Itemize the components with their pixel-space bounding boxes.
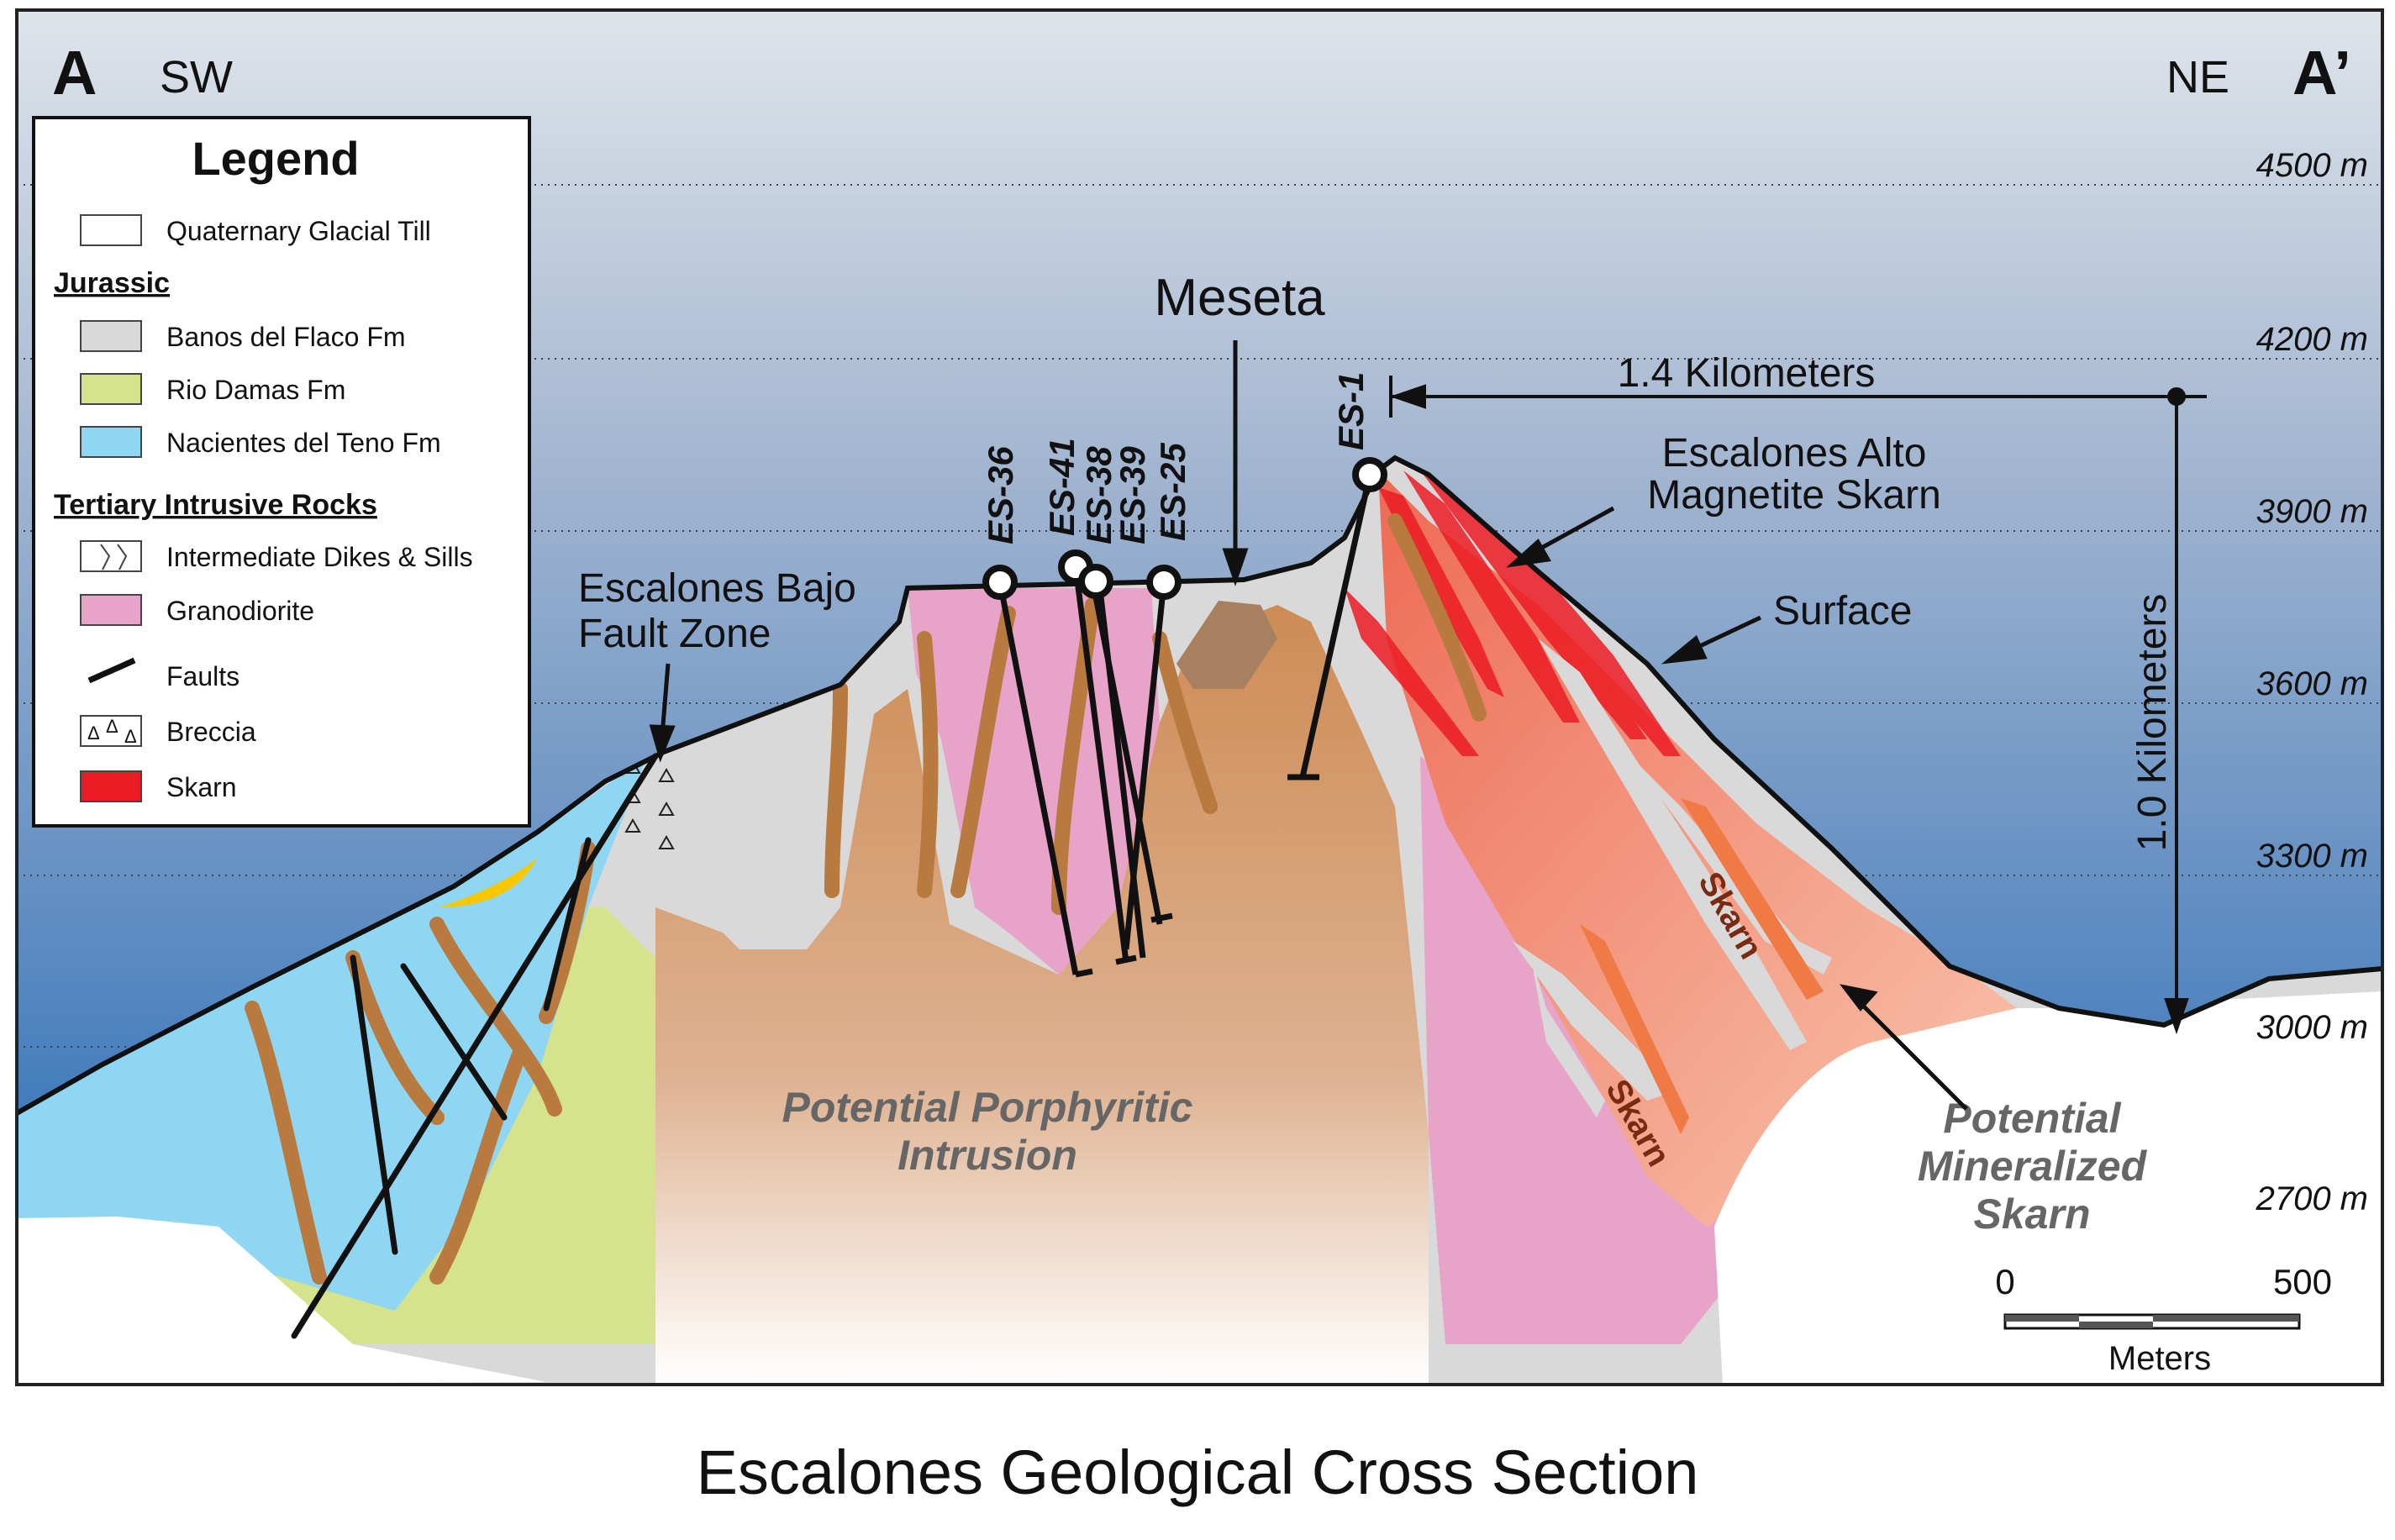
legend-item-faults: Faults xyxy=(166,661,239,691)
label-es-25: ES-25 xyxy=(1153,443,1192,541)
elevation-label: 3600 m xyxy=(2256,665,2368,702)
breccia-symbol: Δ xyxy=(124,726,137,747)
collar-es-36 xyxy=(982,565,1018,600)
scale-bar-end: 500 xyxy=(2273,1262,2332,1301)
legend-swatch-breccia xyxy=(80,715,142,747)
collar-es-38 xyxy=(1078,564,1113,599)
yellow-lens xyxy=(437,857,538,907)
granodiorite-west-unit xyxy=(908,588,1160,975)
elevation-label: 3000 m xyxy=(2256,1009,2368,1046)
elevation-label: 2700 m xyxy=(2256,1180,2368,1217)
alto-skarn-label-line2: Magnetite Skarn xyxy=(1647,473,1941,518)
label-es-38: ES-38 xyxy=(1079,446,1119,544)
legend-item-granodiorite: Granodiorite xyxy=(166,596,314,626)
label-es-1: ES-1 xyxy=(1331,372,1371,450)
legend-swatch-till xyxy=(80,214,142,246)
elevation-label: 3900 m xyxy=(2256,493,2368,530)
fault-zone-label-line2: Fault Zone xyxy=(578,612,771,656)
legend-item-dikes: Intermediate Dikes & Sills xyxy=(166,542,473,572)
legend-title: Legend xyxy=(192,132,359,185)
breccia-symbol: Δ xyxy=(87,723,100,744)
legend-item-rio-damas: Rio Damas Fm xyxy=(166,375,345,405)
surface-label: Surface xyxy=(1773,589,1912,633)
label-es-39: ES-39 xyxy=(1113,446,1152,544)
label-es-36: ES-36 xyxy=(981,446,1020,544)
section-end-letter: A’ xyxy=(2292,38,2351,108)
fault-zone-label-line1: Escalones Bajo xyxy=(578,566,856,611)
mineralized-label-line2: Mineralized xyxy=(1918,1143,2148,1190)
breccia-symbol: Δ xyxy=(106,716,118,737)
skarn-streaks xyxy=(1580,798,1824,1134)
porphyry-label-line2: Intrusion xyxy=(897,1132,1077,1179)
scale-bar-start: 0 xyxy=(1995,1262,2014,1301)
legend-swatch-rio-damas xyxy=(80,373,142,405)
legend-swatch-dikes xyxy=(80,540,142,572)
dimension-lines xyxy=(1389,376,2207,1035)
porphyritic-intrusion-unit xyxy=(655,605,1429,1385)
drillholes xyxy=(997,474,1373,978)
legend-item-skarn: Skarn xyxy=(166,772,237,802)
cross-section-diagram: ES-36 ES-41 ES-38 ES-39 ES-25 ES-1 A SW … xyxy=(15,8,2384,1386)
scale-bar-unit: Meters xyxy=(2108,1340,2211,1377)
drillhole-labels: ES-36 ES-41 ES-38 ES-39 ES-25 ES-1 xyxy=(981,372,1371,544)
vertical-scale-label: 1.0 Kilometers xyxy=(2130,594,2175,852)
mineralized-label-line1: Potential xyxy=(1943,1095,2121,1142)
elevation-labels: 4500 m 4200 m 3900 m 3600 m 3300 m 3000 … xyxy=(2256,147,2368,1217)
figure-caption: Escalones Geological Cross Section xyxy=(696,1438,1699,1507)
dike-pattern-icon xyxy=(100,544,128,570)
elevation-label: 4500 m xyxy=(2256,147,2368,184)
unexplored-area xyxy=(1714,991,2382,1385)
faults xyxy=(291,753,659,1339)
surface-line xyxy=(15,455,2383,1116)
mineralized-label-line3: Skarn xyxy=(1974,1190,2091,1238)
legend-swatch-skarn xyxy=(80,770,142,802)
meseta-label: Meseta xyxy=(1154,269,1325,327)
legend-heading-tertiary: Tertiary Intrusive Rocks xyxy=(54,489,377,521)
legend-item-nacientes: Nacientes del Teno Fm xyxy=(166,428,441,458)
frame-border xyxy=(15,8,2384,1386)
drillhole-collars xyxy=(982,457,1387,600)
elevation-label: 3300 m xyxy=(2256,838,2368,875)
meseta-cap-unit xyxy=(1176,601,1277,689)
elevation-label: 4200 m xyxy=(2256,321,2368,358)
collar-es-1 xyxy=(1352,457,1387,492)
legend-heading-jurassic: Jurassic xyxy=(54,267,170,299)
annotations: Meseta Escalones Bajo Fault Zone Escalon… xyxy=(578,269,2148,1238)
alto-skarn-label-line1: Escalones Alto xyxy=(1662,431,1927,476)
legend-swatch-nacientes xyxy=(80,426,142,458)
legend-swatch-banos xyxy=(80,320,142,352)
label-es-41: ES-41 xyxy=(1042,438,1082,536)
collar-es-25 xyxy=(1146,565,1182,600)
porphyry-label-line1: Potential Porphyritic xyxy=(782,1084,1193,1131)
section-start-direction: SW xyxy=(160,52,233,102)
fault-line-icon xyxy=(87,657,136,684)
horizontal-scale-label: 1.4 Kilometers xyxy=(1618,351,1876,396)
section-start-letter: A xyxy=(52,38,97,108)
scale-bar: 0 500 Meters xyxy=(1995,1262,2332,1377)
callout-arrows xyxy=(649,340,1968,1111)
legend-item-banos: Banos del Flaco Fm xyxy=(166,322,406,352)
glacial-till-unit xyxy=(17,1217,546,1385)
legend-item-breccia: Breccia xyxy=(166,717,256,747)
section-end-direction: NE xyxy=(2166,52,2229,102)
skarn-bands xyxy=(1345,470,1681,756)
legend: Legend Quaternary Glacial Till Jurassic … xyxy=(32,116,531,828)
legend-swatch-granodiorite xyxy=(80,594,142,626)
legend-item-till: Quaternary Glacial Till xyxy=(166,216,431,246)
